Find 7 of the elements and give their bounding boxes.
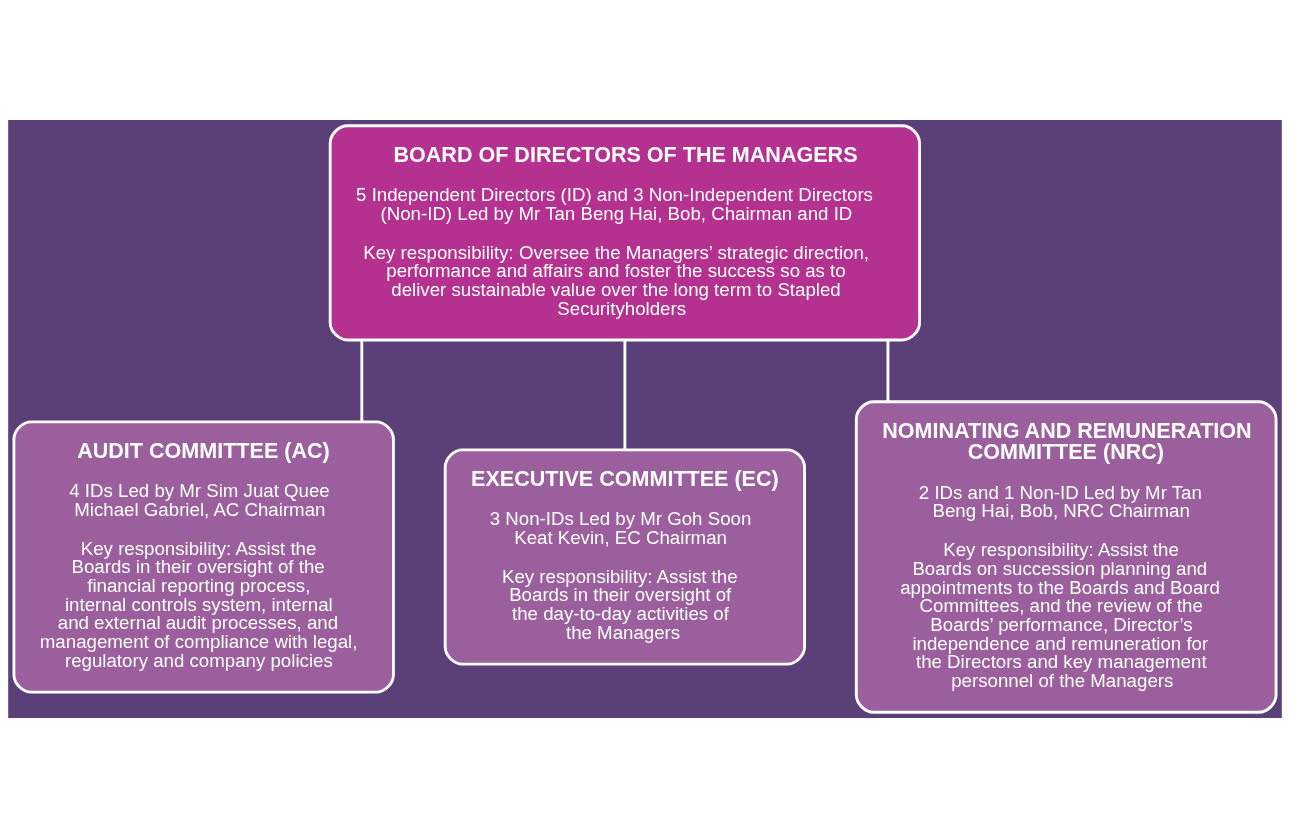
connector [886,340,890,402]
connector [360,340,364,422]
node-box: NOMINATING AND REMUNERATION COMMITTEE (NRC) 2 IDs and 1 Non-ID Led by Mr Tan Beng Hai, Bob, NRC Chairman Key responsibility: Assist the Boards on succession planning and appointments to the Boards and Board Committees, and the review of the Boards’ performance, Director’s independence and remuneration for the Directors and key management personnel of the Managers [854,400,1278,714]
node-box: BOARD OF DIRECTORS OF THE MANAGERS 5 Independent Directors (ID) and 3 Non-Independent Directors (Non-ID) Led by Mr Tan Beng Hai, Bob, Chairman and ID Key responsibility: Oversee the Managers’ strategic direction, performance and affairs and foster the success so as to deliver sustainable value over the long term to Stapled Securityholders [328,124,921,342]
node-box: EXECUTIVE COMMITTEE (EC) 3 Non-IDs Led by Mr Goh Soon Keat Kevin, EC Chairman Key responsibility: Assist the Boards in their oversight of the day-to-day activities of the Managers [443,448,806,666]
node-box: AUDIT COMMITTEE (AC) 4 IDs Led by Mr Sim Juat Quee Michael Gabriel, AC Chairman Key responsibility: Assist the Boards in their oversight of the financial reporting process, internal controls system, internal and external audit processes, and management of compliance with legal, regulatory and company policies [12,420,395,694]
connector [623,340,627,450]
